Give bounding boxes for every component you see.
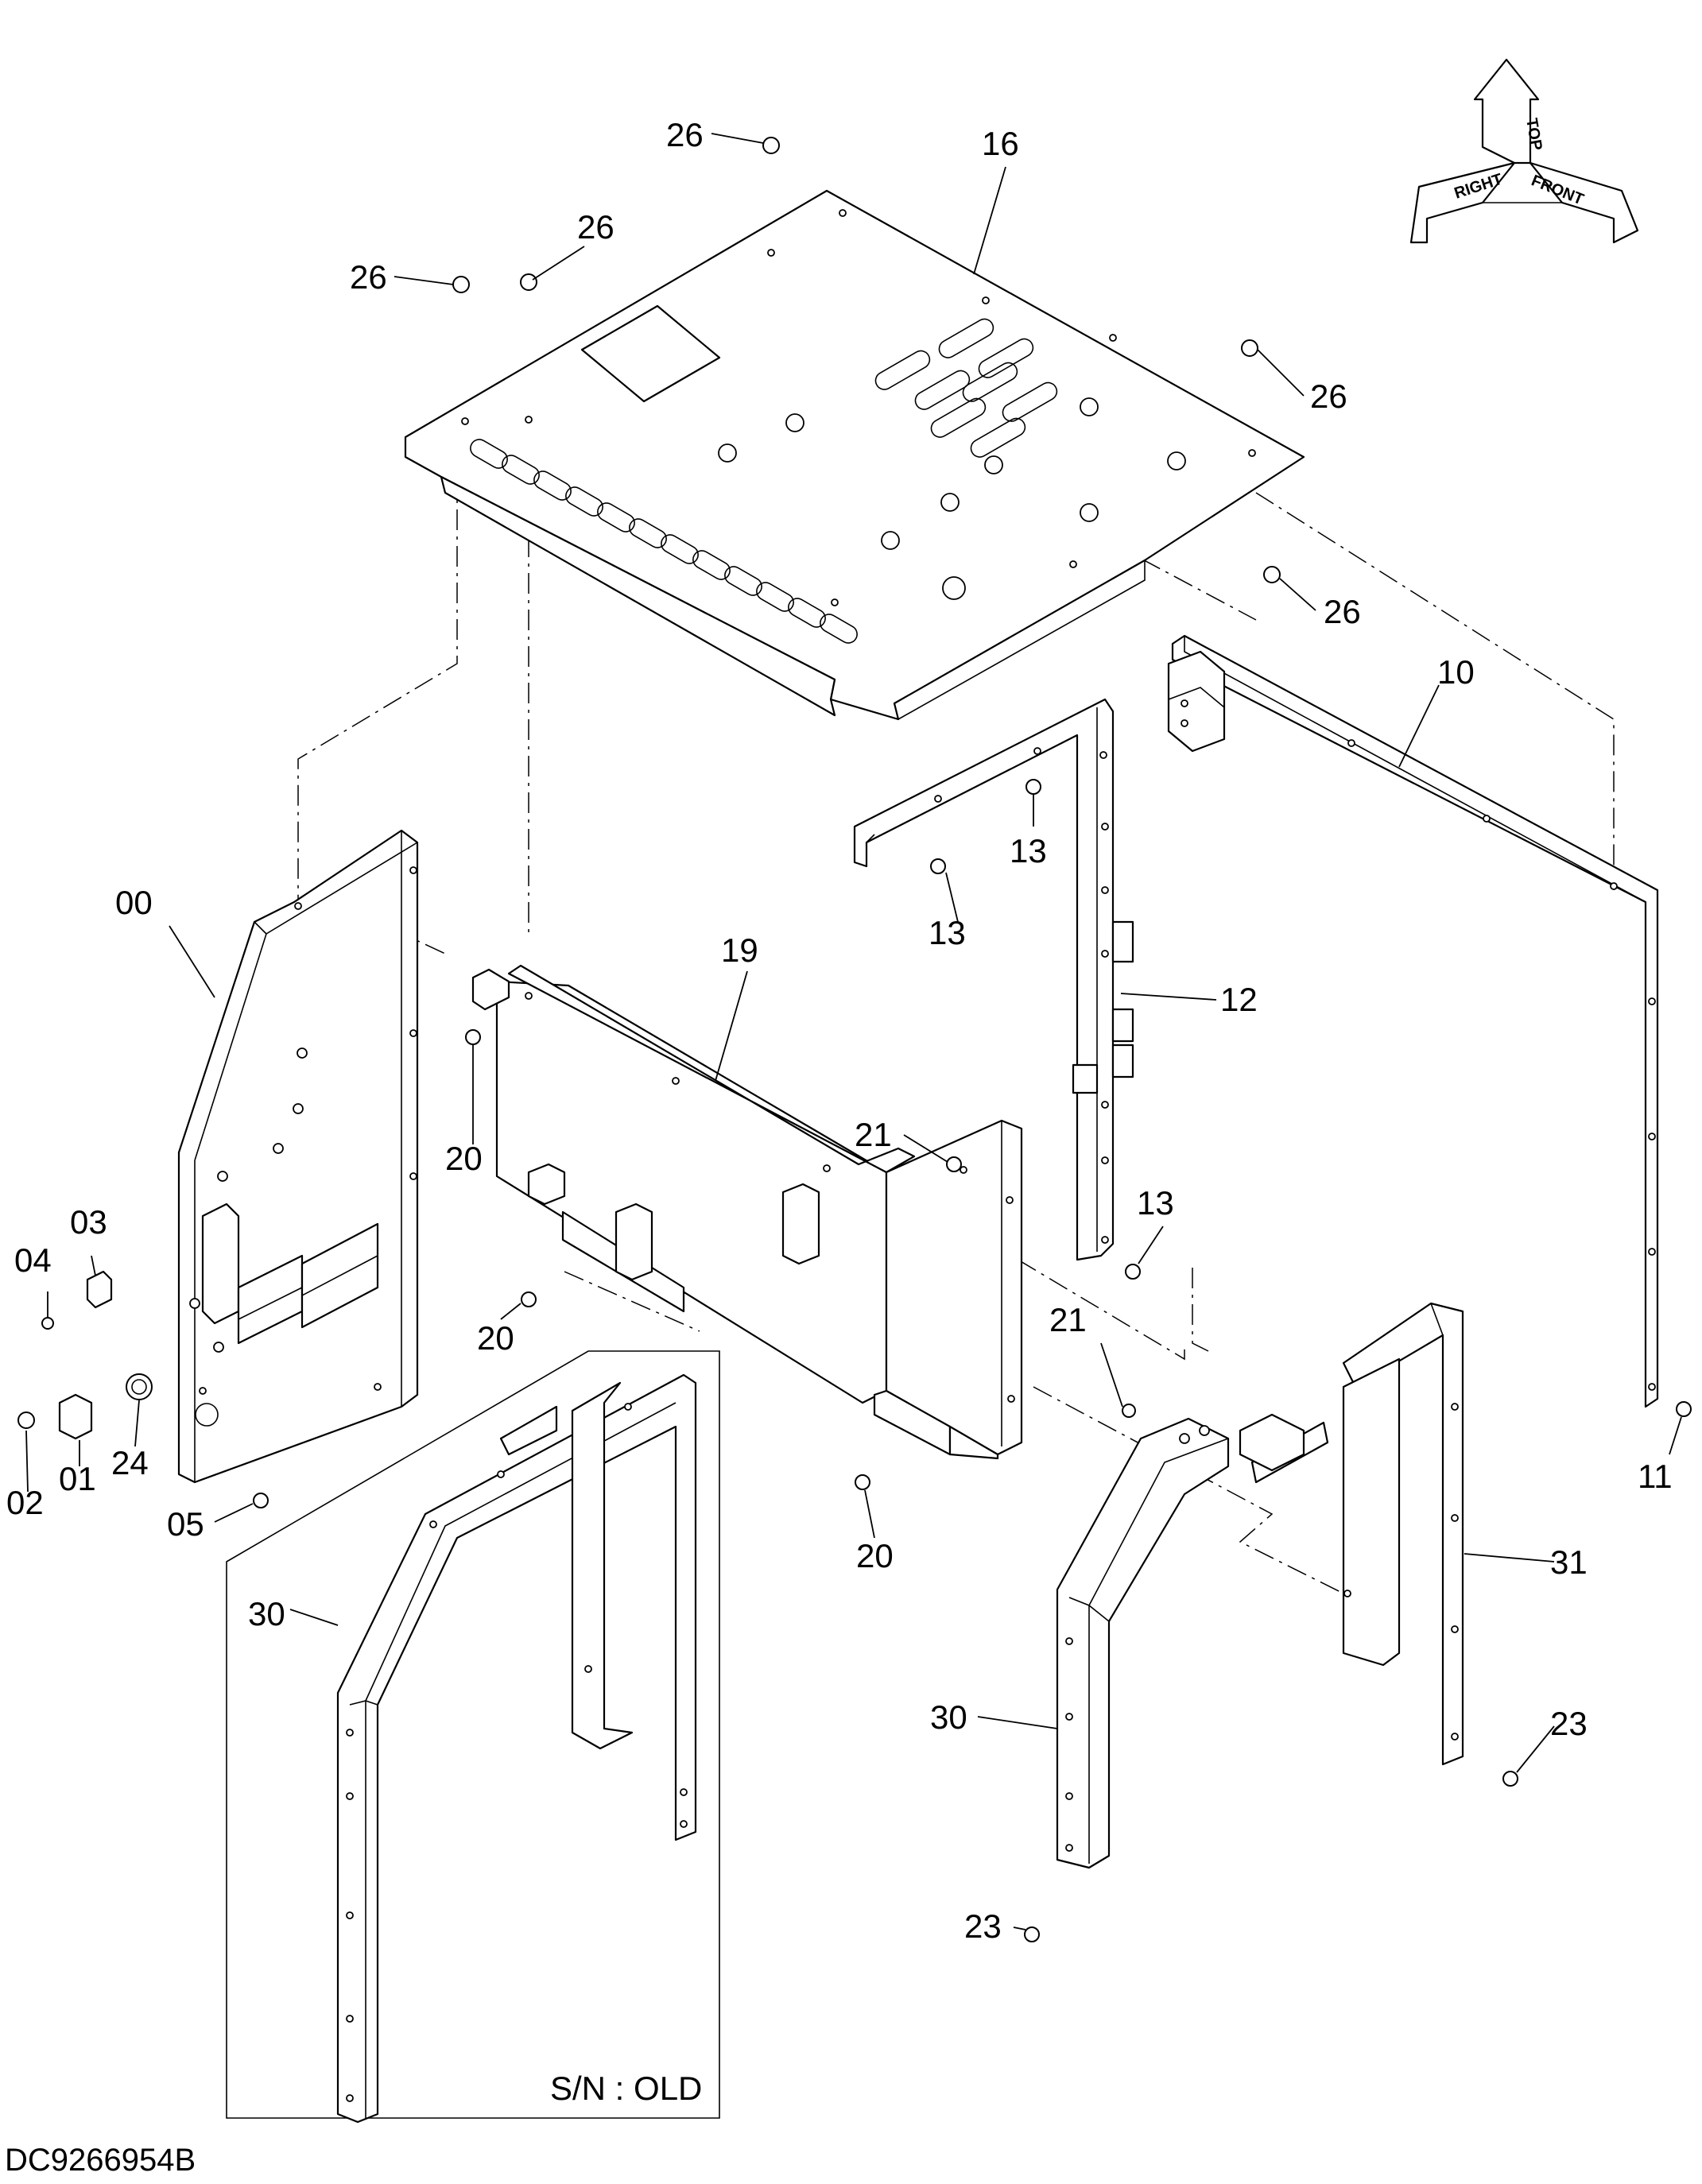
callout-23: 23 [964, 1907, 1002, 1945]
callout-20: 20 [856, 1537, 894, 1574]
callout-21: 21 [1049, 1301, 1087, 1338]
callout-03: 03 [70, 1203, 107, 1241]
callout-02: 02 [6, 1484, 44, 1521]
callout-12: 12 [1220, 981, 1258, 1018]
part-31-bracket [1239, 1302, 1464, 1766]
part-30-leg-right [1056, 1417, 1230, 1869]
callout-26: 26 [350, 258, 387, 296]
callout-20: 20 [477, 1319, 514, 1357]
leader-lines [25, 133, 1682, 1930]
callout-26: 26 [577, 208, 615, 246]
orientation-indicator: TOP RIGHT FRONT [1409, 58, 1639, 244]
callout-30: 30 [930, 1698, 967, 1736]
callout-23: 23 [1550, 1705, 1588, 1742]
callout-11: 11 [1638, 1458, 1673, 1495]
callout-26: 26 [1310, 378, 1347, 415]
callout-21: 21 [855, 1116, 892, 1153]
part-19-box [471, 964, 1023, 1460]
callout-10: 10 [1437, 653, 1475, 691]
part-12-frame [853, 698, 1134, 1261]
small-parts-left [17, 1270, 269, 1508]
callout-20: 20 [445, 1140, 483, 1177]
part-00-frame [177, 829, 419, 1484]
callout-01: 01 [59, 1460, 96, 1497]
callout-00: 00 [115, 884, 153, 921]
callout-16: 16 [982, 125, 1019, 162]
callout-04: 04 [14, 1241, 52, 1279]
part-10-frame [1167, 634, 1659, 1408]
inset-note: S/N : OLD [550, 2070, 702, 2107]
callout-26: 26 [1324, 593, 1361, 630]
callout-19: 19 [721, 931, 758, 969]
callout-13: 13 [1137, 1184, 1174, 1222]
inset-old-version: S/N : OLD [226, 1350, 720, 2124]
callout-05: 05 [167, 1505, 204, 1543]
callout-13: 13 [929, 914, 966, 951]
callout-13: 13 [1010, 832, 1047, 869]
bolts [452, 137, 1692, 1942]
callout-31: 31 [1550, 1543, 1588, 1581]
callout-26: 26 [666, 116, 704, 153]
callout-30: 30 [248, 1595, 285, 1632]
callouts: 26 16 26 26 26 26 10 13 13 00 19 12 21 2… [6, 116, 1673, 1945]
callout-24: 24 [111, 1444, 149, 1481]
document-code: DC9266954B [5, 2143, 196, 2178]
part-16-top-cover [404, 189, 1305, 721]
